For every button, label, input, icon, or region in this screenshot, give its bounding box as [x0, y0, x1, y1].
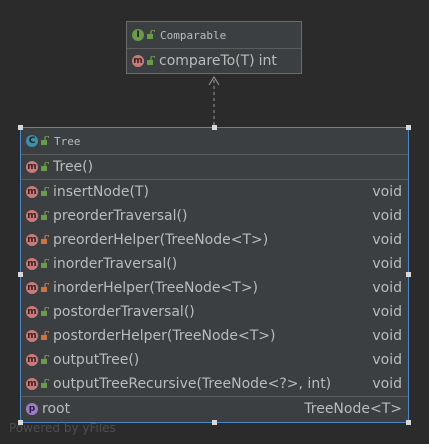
tree-class-node[interactable]: C Tree m Tree() m insertNode(T) void m preor… [20, 127, 409, 423]
method-name: outputTree() [53, 352, 140, 368]
method-icon: m [26, 282, 38, 294]
method-row[interactable]: m inorderHelper(TreeNode<T>) void [21, 276, 408, 300]
class-header: C Tree [21, 128, 408, 155]
resize-handle-nw[interactable] [18, 125, 23, 130]
method-return-type: void [372, 208, 402, 224]
comparable-interface-node[interactable]: I Comparable m compareTo(T) int [126, 21, 302, 74]
method-name: preorderHelper(TreeNode<T>) [53, 232, 269, 248]
class-title: Tree [54, 134, 81, 148]
public-lock-icon [41, 355, 49, 364]
method-row[interactable]: m outputTreeRecursive(TreeNode<?>, int) vo… [21, 372, 408, 396]
method-name: postorderHelper(TreeNode<T>) [53, 328, 276, 344]
interface-title: Comparable [160, 28, 227, 42]
constructor-row[interactable]: m Tree() [21, 155, 408, 179]
method-icon: m [26, 234, 38, 246]
method-row[interactable]: m preorderTraversal() void [21, 204, 408, 228]
property-type: TreeNode<T> [304, 401, 402, 417]
public-lock-icon [41, 307, 49, 316]
method-name: insertNode(T) [53, 184, 149, 200]
method-name: preorderTraversal() [53, 208, 188, 224]
property-icon: p [26, 403, 38, 415]
methods-section: m insertNode(T) void m preorderTraversal() vo… [21, 179, 408, 396]
public-lock-icon [41, 136, 49, 145]
private-lock-icon [41, 283, 49, 292]
method-row[interactable]: m postorderTraversal() void [21, 300, 408, 324]
method-name: inorderTraversal() [53, 256, 178, 272]
public-lock-icon [147, 56, 155, 65]
interface-header: I Comparable [127, 22, 301, 49]
interface-icon: I [132, 29, 144, 41]
method-row[interactable]: m inorderTraversal() void [21, 252, 408, 276]
method-return-type: void [372, 376, 402, 392]
method-row[interactable]: m outputTree() void [21, 348, 408, 372]
method-row[interactable]: m insertNode(T) void [21, 180, 408, 204]
method-row[interactable]: m postorderHelper(TreeNode<T>) void [21, 324, 408, 348]
resize-handle-e[interactable] [406, 272, 411, 277]
method-return-type: int [258, 53, 277, 69]
method-name: inorderHelper(TreeNode<T>) [53, 280, 259, 296]
method-icon: m [26, 354, 38, 366]
method-row[interactable]: m compareTo(T) int [127, 49, 301, 73]
method-name: compareTo(T) [159, 53, 255, 69]
method-return-type: void [372, 352, 402, 368]
resize-handle-se[interactable] [406, 420, 411, 425]
resize-handle-ne[interactable] [406, 125, 411, 130]
method-icon: m [26, 330, 38, 342]
public-lock-icon [41, 211, 49, 220]
method-icon: m [26, 161, 38, 173]
private-lock-icon [41, 235, 49, 244]
constructor-name: Tree() [53, 159, 94, 175]
method-return-type: void [372, 256, 402, 272]
method-icon: m [26, 186, 38, 198]
public-lock-icon [147, 30, 155, 39]
resize-handle-sw[interactable] [18, 420, 23, 425]
method-icon: m [132, 55, 144, 67]
property-row[interactable]: p root TreeNode<T> [21, 396, 408, 421]
method-return-type: void [372, 280, 402, 296]
public-lock-icon [41, 162, 49, 171]
method-name: postorderTraversal() [53, 304, 195, 320]
method-icon: m [26, 210, 38, 222]
class-icon: C [26, 135, 38, 147]
method-return-type: void [372, 304, 402, 320]
resize-handle-s[interactable] [212, 420, 217, 425]
property-name: root [42, 401, 71, 417]
method-icon: m [26, 258, 38, 270]
method-return-type: void [372, 232, 402, 248]
public-lock-icon [41, 187, 49, 196]
method-row[interactable]: m preorderHelper(TreeNode<T>) void [21, 228, 408, 252]
method-return-type: void [372, 328, 402, 344]
resize-handle-n[interactable] [212, 125, 217, 130]
resize-handle-w[interactable] [18, 272, 23, 277]
powered-by-watermark: Powered by yFiles [9, 421, 116, 435]
method-return-type: void [372, 184, 402, 200]
method-name: outputTreeRecursive(TreeNode<?>, int) [53, 376, 332, 392]
public-lock-icon [41, 379, 49, 388]
method-icon: m [26, 306, 38, 318]
method-icon: m [26, 378, 38, 390]
private-lock-icon [41, 331, 49, 340]
public-lock-icon [41, 259, 49, 268]
